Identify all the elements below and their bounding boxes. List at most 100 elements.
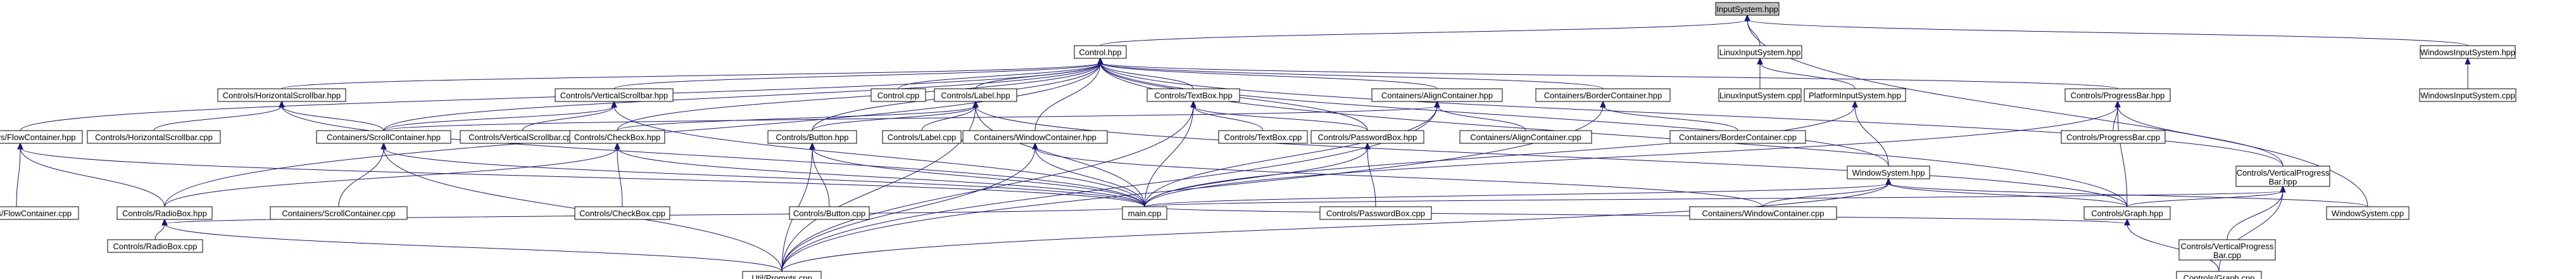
file-node-controls-textbox-hpp[interactable]: Controls/TextBox.hpp [1147, 88, 1240, 102]
file-node-label: Util/Prompts.cpp [751, 273, 812, 279]
file-node-label: Bar.hpp [2269, 177, 2297, 186]
file-node-label: Controls/Label.cpp [888, 133, 956, 142]
file-node-containers-flowcontainer-cpp[interactable]: Containers/FlowContainer.cpp [0, 206, 79, 220]
file-node-controls-progressbar-hpp[interactable]: Controls/ProgressBar.hpp [2064, 88, 2171, 102]
dependency-arrowhead [161, 218, 168, 226]
file-node-controls-progressbar-cpp[interactable]: Controls/ProgressBar.cpp [2061, 130, 2166, 144]
file-node-control-cpp[interactable]: Control.cpp [870, 88, 926, 102]
file-node-windowsystem-hpp[interactable]: WindowSystem.hpp [1847, 165, 1930, 179]
dependency-edge [617, 147, 623, 207]
file-node-label: Controls/HorizontalScrollbar.hpp [223, 91, 341, 100]
dependency-edge [383, 105, 615, 131]
dependency-arrowhead [809, 142, 815, 150]
file-node-box [1718, 45, 1802, 59]
file-node-box [1319, 206, 1432, 220]
file-node-controls-horizontalscrollbar-hpp[interactable]: Controls/HorizontalScrollbar.hpp [217, 88, 346, 102]
file-node-controls-checkbox-hpp[interactable]: Controls/CheckBox.hpp [569, 130, 665, 144]
file-node-label: Containers/AlignContainer.hpp [1381, 91, 1493, 100]
file-node-box [767, 130, 857, 144]
dependency-edges [16, 14, 2471, 272]
dependency-edge [1888, 183, 2128, 207]
dependency-edge [20, 147, 165, 207]
file-node-controls-graph-cpp[interactable]: Controls/Graph.cpp [2176, 271, 2262, 279]
dependency-arrowhead [1434, 100, 1440, 108]
dependency-edge [613, 62, 1101, 89]
file-node-controls-graph-hpp[interactable]: Controls/Graph.hpp [2083, 206, 2171, 220]
file-node-box [2064, 88, 2171, 102]
file-node-box [1459, 130, 1592, 144]
file-node-label: Containers/FlowContainer.hpp [0, 133, 75, 142]
file-node-box [934, 88, 1017, 102]
file-node-box [1371, 88, 1503, 102]
dependency-edge [1144, 105, 1856, 207]
file-node-linuxinputsystem-cpp[interactable]: LinuxInputSystem.cpp [1718, 88, 1802, 102]
file-node-containers-bordercontainer-hpp[interactable]: Containers/BorderContainer.hpp [1535, 88, 1671, 102]
file-node-box [107, 239, 203, 253]
dependency-edge [1034, 147, 1764, 207]
file-node-box [1718, 88, 1802, 102]
file-node-box [555, 88, 674, 102]
file-node-controls-verticalscrollbar-hpp[interactable]: Controls/VerticalScrollbar.hpp [555, 88, 674, 102]
file-node-controls-button-cpp[interactable]: Controls/Button.cpp [789, 206, 870, 220]
dependency-edge [1100, 62, 1889, 167]
file-node-controls-textbox-cpp[interactable]: Controls/TextBox.cpp [1218, 130, 1308, 144]
file-node-containers-scrollcontainer-cpp[interactable]: Containers/ScrollContainer.cpp [270, 206, 408, 220]
file-node-main-cpp[interactable]: main.cpp [1122, 206, 1167, 220]
file-node-controls-passwordbox-hpp[interactable]: Controls/PasswordBox.hpp [1310, 130, 1424, 144]
file-node-containers-windowcontainer-hpp[interactable]: Containers/WindowContainer.hpp [962, 130, 1108, 144]
file-node-containers-flowcontainer-hpp[interactable]: Containers/FlowContainer.hpp [0, 130, 83, 144]
file-node-label: Controls/PasswordBox.cpp [1326, 209, 1425, 218]
dependency-arrowhead [2114, 100, 2121, 108]
file-node-controls-verticalscrollbar-cpp[interactable]: Controls/VerticalScrollbar.cpp [460, 130, 585, 144]
file-node-label: Control.hpp [1079, 48, 1121, 57]
file-node-linuxinputsystem-hpp[interactable]: LinuxInputSystem.hpp [1718, 45, 1802, 59]
dependency-edge [2117, 105, 2284, 167]
file-node-controls-button-hpp[interactable]: Controls/Button.hpp [767, 130, 857, 144]
file-node-containers-aligncontainer-cpp[interactable]: Containers/AlignContainer.cpp [1459, 130, 1592, 144]
file-node-containers-aligncontainer-hpp[interactable]: Containers/AlignContainer.hpp [1371, 88, 1503, 102]
file-node-controls-radiobox-hpp[interactable]: Controls/RadioBox.hpp [116, 206, 213, 220]
file-node-containers-scrollcontainer-hpp[interactable]: Containers/ScrollContainer.hpp [316, 130, 451, 144]
dependency-edge [383, 105, 1438, 131]
dependency-edge [164, 147, 618, 207]
dependency-arrowhead [1190, 100, 1197, 108]
file-node-box [2176, 271, 2262, 279]
file-node-platforminputsystem-hpp[interactable]: PlatformInputSystem.hpp [1804, 88, 1906, 102]
dependency-edge [522, 105, 615, 131]
file-node-windowsinputsystem-hpp[interactable]: WindowsInputSystem.hpp [2420, 45, 2516, 59]
file-node-containers-bordercontainer-cpp[interactable]: Containers/BorderContainer.cpp [1669, 130, 1806, 144]
file-node-label: Controls/Label.hpp [941, 91, 1010, 100]
file-node-label: Containers/ScrollContainer.hpp [327, 133, 441, 142]
dependency-edge [153, 105, 282, 131]
dependency-edge [2227, 190, 2284, 240]
file-node-controls-label-hpp[interactable]: Controls/Label.hpp [934, 88, 1017, 102]
dependency-edge [781, 183, 1889, 272]
dependency-edge [1747, 19, 1761, 46]
dependency-edge [1144, 147, 1368, 207]
file-node-windowsinputsystem-cpp[interactable]: WindowsInputSystem.cpp [2419, 88, 2516, 102]
dependency-edge [975, 105, 2128, 207]
file-node-control-hpp[interactable]: Control.hpp [1074, 45, 1127, 59]
dependency-edge [1100, 62, 1438, 89]
file-node-inputsystem-hpp[interactable]: InputSystem.hpp [1715, 2, 1780, 16]
file-node-label: WindowSystem.cpp [2332, 209, 2404, 218]
file-node-util-prompts-cpp[interactable]: Util/Prompts.cpp [742, 271, 822, 279]
dependency-edge [1144, 105, 2118, 207]
dependency-edge [1193, 105, 1264, 131]
file-node-windowsystem-cpp[interactable]: WindowSystem.cpp [2326, 206, 2410, 220]
file-node-controls-checkbox-cpp[interactable]: Controls/CheckBox.cpp [574, 206, 670, 220]
file-node-controls-label-cpp[interactable]: Controls/Label.cpp [882, 130, 962, 144]
file-node-controls-radiobox-cpp[interactable]: Controls/RadioBox.cpp [107, 239, 203, 253]
file-node-controls-passwordbox-cpp[interactable]: Controls/PasswordBox.cpp [1319, 206, 1432, 220]
file-node-controls-horizontalscrollbar-cpp[interactable]: Controls/HorizontalScrollbar.cpp [87, 130, 221, 144]
file-node-containers-windowcontainer-cpp[interactable]: Containers/WindowContainer.cpp [1689, 206, 1837, 220]
dependency-arrowhead [2465, 57, 2471, 65]
dependency-edge [1762, 183, 1889, 207]
dependency-edge [781, 105, 1194, 272]
file-node-label: Containers/WindowContainer.hpp [974, 133, 1096, 142]
dependency-edge [1144, 105, 1194, 207]
dependency-arrowhead [614, 142, 620, 150]
file-node-label: Controls/Button.hpp [776, 133, 849, 142]
